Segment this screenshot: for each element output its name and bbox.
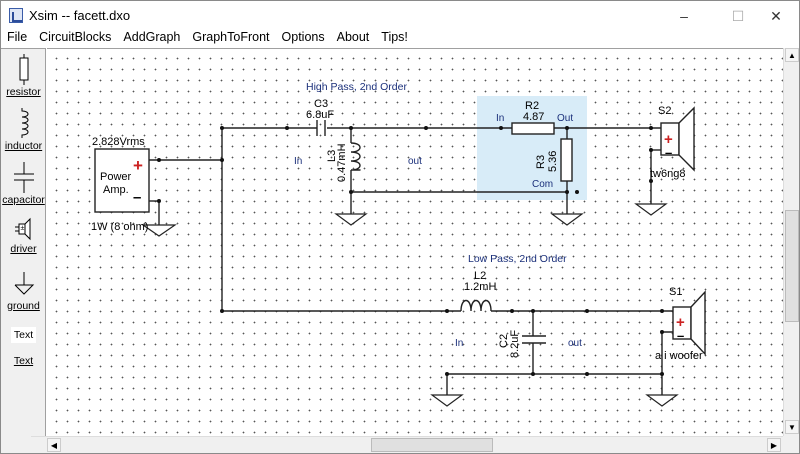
tool-ground-label: ground	[7, 300, 40, 312]
component-toolbox: resistor inductor capacitor ± driver gro…	[1, 48, 46, 453]
l3-value: 0.47mH	[336, 143, 348, 182]
tool-text-box[interactable]: Text	[1, 327, 46, 343]
tweeter-name: S2	[658, 105, 671, 117]
tool-inductor-label: inductor	[4, 140, 43, 152]
resistor-icon	[19, 54, 28, 85]
att-out-label: Out	[557, 113, 573, 124]
menu-options[interactable]: Options	[281, 30, 325, 44]
ground-symbol-hp	[334, 213, 368, 226]
scroll-down-button[interactable]: ▼	[785, 420, 799, 434]
app-icon	[9, 8, 23, 23]
driver-icon: ±	[14, 217, 30, 241]
close-button[interactable]: ✕	[770, 7, 782, 24]
schematic-drawing: 2.828Vrms Power Amp. + – 1W (8 ohm) High…	[91, 81, 706, 407]
amp-voltage: 2.828Vrms	[92, 136, 145, 148]
tool-resistor-label: resistor	[6, 86, 41, 98]
menu-graphtofront[interactable]: GraphToFront	[192, 30, 270, 44]
c2-value: 8.2uF	[509, 330, 521, 358]
scroll-left-button[interactable]: ◀	[47, 438, 61, 452]
lp-in-label: In	[455, 338, 463, 349]
tool-resistor[interactable]: resistor	[1, 54, 46, 98]
minimize-button[interactable]: –	[680, 8, 688, 24]
ground-symbol-woofer	[645, 394, 679, 407]
woofer-plus: +	[676, 314, 685, 331]
c2-name: C2	[498, 334, 510, 348]
tool-text[interactable]: Text	[1, 355, 46, 367]
amp-minus: –	[133, 189, 141, 206]
tweeter-model: tw6ng8	[650, 168, 685, 180]
ground-icon	[14, 272, 34, 295]
capacitor-icon	[13, 162, 34, 193]
tool-driver-label: driver	[10, 243, 37, 255]
r2-value: 4.87	[523, 111, 544, 123]
r3-value: 5.36	[547, 151, 559, 172]
woofer-name: S1	[669, 286, 682, 298]
tool-ground[interactable]: ground	[1, 270, 46, 312]
menu-tips[interactable]: Tips!	[381, 30, 408, 44]
tweeter-cone	[678, 106, 695, 172]
high-pass-title: High Pass, 2nd Order	[306, 81, 407, 93]
low-pass-title: Low Pass, 2nd Order	[468, 253, 567, 265]
hp-in-label: In	[294, 156, 302, 167]
menu-about[interactable]: About	[336, 30, 370, 44]
inductor-icon	[21, 108, 28, 138]
title-bar: Xsim -- facett.dxo – ☐ ✕	[1, 1, 799, 31]
ground-symbol-tweeter	[634, 203, 668, 216]
tool-capacitor-label: capacitor	[2, 194, 45, 206]
c3-name: C3	[314, 98, 328, 110]
text-box-icon: Text	[10, 327, 37, 343]
ground-symbol-att	[550, 213, 584, 226]
c3-value: 6.8uF	[306, 109, 334, 121]
amp-plus: +	[133, 156, 143, 175]
att-com-label: Com	[532, 179, 553, 190]
menu-addgraph[interactable]: AddGraph	[123, 30, 181, 44]
amp-name-line2: Amp.	[103, 184, 129, 196]
woofer-minus: –	[677, 328, 684, 343]
tweeter-minus: –	[665, 145, 672, 160]
att-in-label: In	[496, 113, 504, 124]
menu-file[interactable]: File	[7, 30, 28, 44]
tool-text-label: Text	[13, 355, 34, 367]
woofer-model: a i woofer	[655, 350, 703, 362]
r3-name: R3	[535, 155, 547, 169]
scroll-right-button[interactable]: ▶	[767, 438, 781, 452]
tweeter-plus: +	[664, 131, 673, 148]
ground-symbol-lp	[430, 394, 464, 407]
l3-name: L3	[326, 150, 338, 162]
amp-power: 1W (8 ohm)	[91, 221, 148, 233]
l2-name: L2	[474, 270, 486, 282]
scroll-up-button[interactable]: ▲	[785, 48, 799, 62]
tool-driver[interactable]: ± driver	[1, 217, 46, 255]
resize-grip[interactable]	[783, 436, 799, 453]
ground-symbol-amp	[141, 224, 177, 237]
menu-circuitblocks[interactable]: CircuitBlocks	[39, 30, 112, 44]
window-title: Xsim -- facett.dxo	[29, 8, 131, 23]
horizontal-scroll-thumb[interactable]	[371, 438, 493, 452]
horizontal-scrollbar[interactable]: ◀ ▶	[31, 436, 783, 453]
menu-bar: File CircuitBlocks AddGraph GraphToFront…	[1, 28, 799, 48]
schematic-canvas[interactable]: 2.828Vrms Power Amp. + – 1W (8 ohm) High…	[47, 48, 783, 436]
vertical-scroll-thumb[interactable]	[785, 210, 799, 322]
amp-box	[94, 148, 150, 213]
r2-name: R2	[525, 100, 539, 112]
amp-name-line1: Power	[100, 171, 132, 183]
svg-text:±: ±	[20, 225, 24, 232]
vertical-scrollbar[interactable]: ▲ ▼	[783, 48, 799, 436]
l2-value: 1.2mH	[464, 281, 496, 293]
tool-inductor[interactable]: inductor	[1, 108, 46, 152]
hp-out-label: out	[408, 156, 422, 167]
maximize-button[interactable]: ☐	[731, 7, 745, 24]
tool-capacitor[interactable]: capacitor	[1, 162, 46, 206]
woofer-cone	[690, 290, 706, 356]
lp-out-label: out	[568, 338, 582, 349]
